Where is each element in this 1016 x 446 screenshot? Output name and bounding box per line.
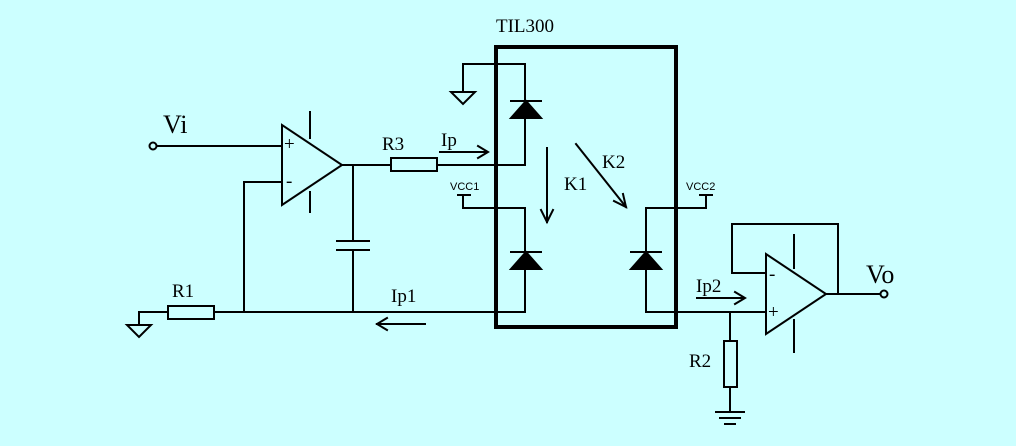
ip-label: Ip [441, 130, 457, 151]
ground-icon-top [448, 91, 478, 106]
vo-terminal [879, 289, 889, 299]
opamp-2 [765, 252, 828, 336]
opamp-2-minus: - [769, 264, 775, 285]
resistor-r1 [167, 305, 215, 320]
vo-label: Vo [866, 260, 894, 289]
vi-terminal [148, 141, 158, 151]
opamp-1 [281, 123, 344, 207]
til300-box [494, 45, 678, 329]
ip2-label: Ip2 [696, 276, 721, 297]
led-diode-icon [508, 99, 544, 119]
ip2-arrow-head [733, 290, 747, 306]
k1-arrow-head [539, 208, 555, 225]
resistor-r2 [723, 340, 738, 388]
k1-label: K1 [564, 174, 587, 195]
ip-arrow-head [476, 144, 490, 160]
vi-label: Vi [163, 110, 187, 139]
ip1-label: Ip1 [391, 286, 416, 307]
photodiode-1-icon [508, 250, 544, 270]
k2-label: K2 [602, 152, 625, 173]
vcc2-label: VCC2 [686, 181, 715, 193]
til300-label: TIL300 [496, 16, 554, 37]
k2-arrow-head [612, 192, 628, 209]
ip1-arrow-head [375, 316, 389, 332]
ground-icon-r1 [124, 324, 154, 339]
r1-label: R1 [172, 281, 194, 302]
photodiode-2-icon [628, 250, 664, 270]
vcc1-label: VCC1 [450, 181, 479, 193]
k2-arrow-shaft [574, 142, 628, 209]
opamp-1-minus: - [286, 171, 292, 192]
opamp-2-plus: + [768, 302, 779, 323]
resistor-r3 [390, 157, 438, 172]
r3-label: R3 [382, 134, 404, 155]
r2-label: R2 [689, 351, 711, 372]
opamp-1-plus: + [284, 134, 295, 155]
